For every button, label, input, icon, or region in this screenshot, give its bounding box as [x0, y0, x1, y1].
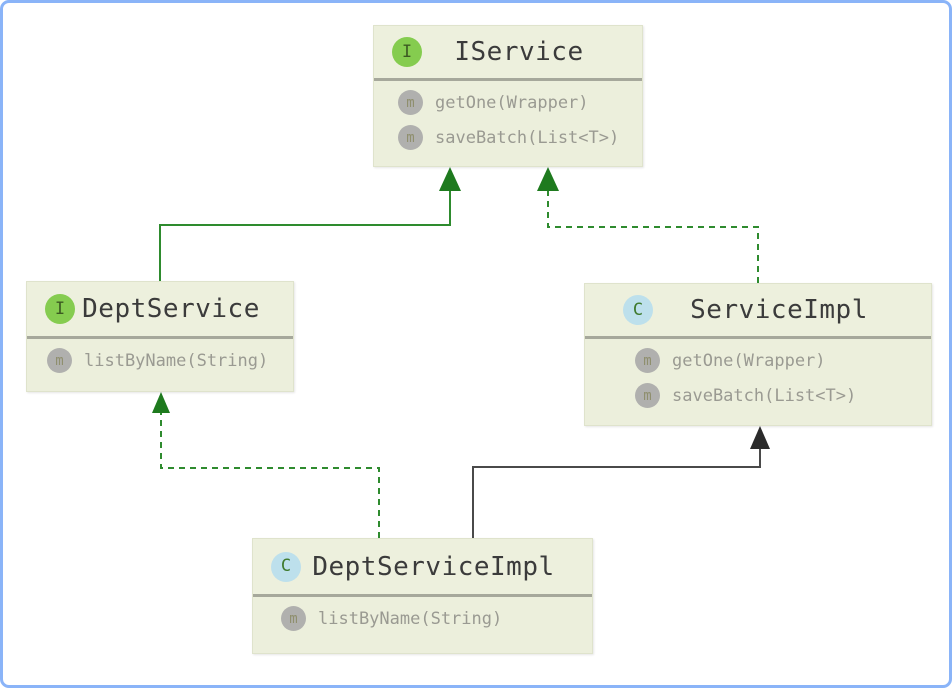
class-name-serviceimpl: ServiceImpl: [690, 295, 868, 325]
class-box-deptserviceimpl[interactable]: C DeptServiceImpl m listByName(String): [252, 538, 593, 654]
method-icon: m: [281, 606, 306, 631]
class-header-iservice: I IService: [374, 26, 642, 81]
edge-serviceimpl-implements-iservice: [537, 167, 759, 283]
class-name-deptserviceimpl: DeptServiceImpl: [312, 551, 555, 582]
member-row[interactable]: m saveBatch(List<T>): [398, 120, 642, 155]
class-box-deptservice[interactable]: I DeptService m listByName(String): [26, 281, 294, 392]
class-icon: C: [623, 295, 653, 325]
class-members-deptserviceimpl: m listByName(String): [253, 597, 592, 642]
member-row[interactable]: m getOne(Wrapper): [398, 85, 642, 120]
interface-icon: I: [392, 37, 422, 67]
method-icon: m: [635, 348, 660, 373]
member-label: listByName(String): [318, 608, 503, 629]
class-header-serviceimpl: C ServiceImpl: [585, 284, 931, 339]
member-row[interactable]: m listByName(String): [47, 343, 293, 378]
class-icon: C: [271, 551, 301, 582]
class-header-deptserviceimpl: C DeptServiceImpl: [253, 539, 592, 597]
edge-deptservice-extends-iservice: [159, 167, 461, 281]
member-label: saveBatch(List<T>): [672, 385, 857, 406]
interface-icon: I: [45, 294, 75, 324]
member-row[interactable]: m getOne(Wrapper): [635, 343, 931, 378]
class-box-iservice[interactable]: I IService m getOne(Wrapper) m saveBatch…: [373, 25, 643, 167]
class-header-deptservice: I DeptService: [27, 282, 293, 339]
member-label: getOne(Wrapper): [435, 92, 589, 113]
member-label: listByName(String): [84, 350, 269, 371]
method-icon: m: [635, 383, 660, 408]
method-icon: m: [398, 125, 423, 150]
class-members-serviceimpl: m getOne(Wrapper) m saveBatch(List<T>): [585, 339, 931, 419]
class-members-deptservice: m listByName(String): [27, 339, 293, 384]
method-icon: m: [47, 348, 72, 373]
edge-deptserviceimpl-implements-deptservice: [152, 392, 380, 538]
member-row[interactable]: m listByName(String): [281, 601, 592, 636]
member-label: getOne(Wrapper): [672, 350, 826, 371]
member-row[interactable]: m saveBatch(List<T>): [635, 378, 931, 413]
class-box-serviceimpl[interactable]: C ServiceImpl m getOne(Wrapper) m saveBa…: [584, 283, 932, 426]
edge-deptserviceimpl-extends-serviceimpl: [472, 426, 770, 538]
class-name-iservice: IService: [454, 37, 584, 67]
method-icon: m: [398, 90, 423, 115]
member-label: saveBatch(List<T>): [435, 127, 620, 148]
class-name-deptservice: DeptService: [82, 294, 260, 324]
class-members-iservice: m getOne(Wrapper) m saveBatch(List<T>): [374, 81, 642, 161]
